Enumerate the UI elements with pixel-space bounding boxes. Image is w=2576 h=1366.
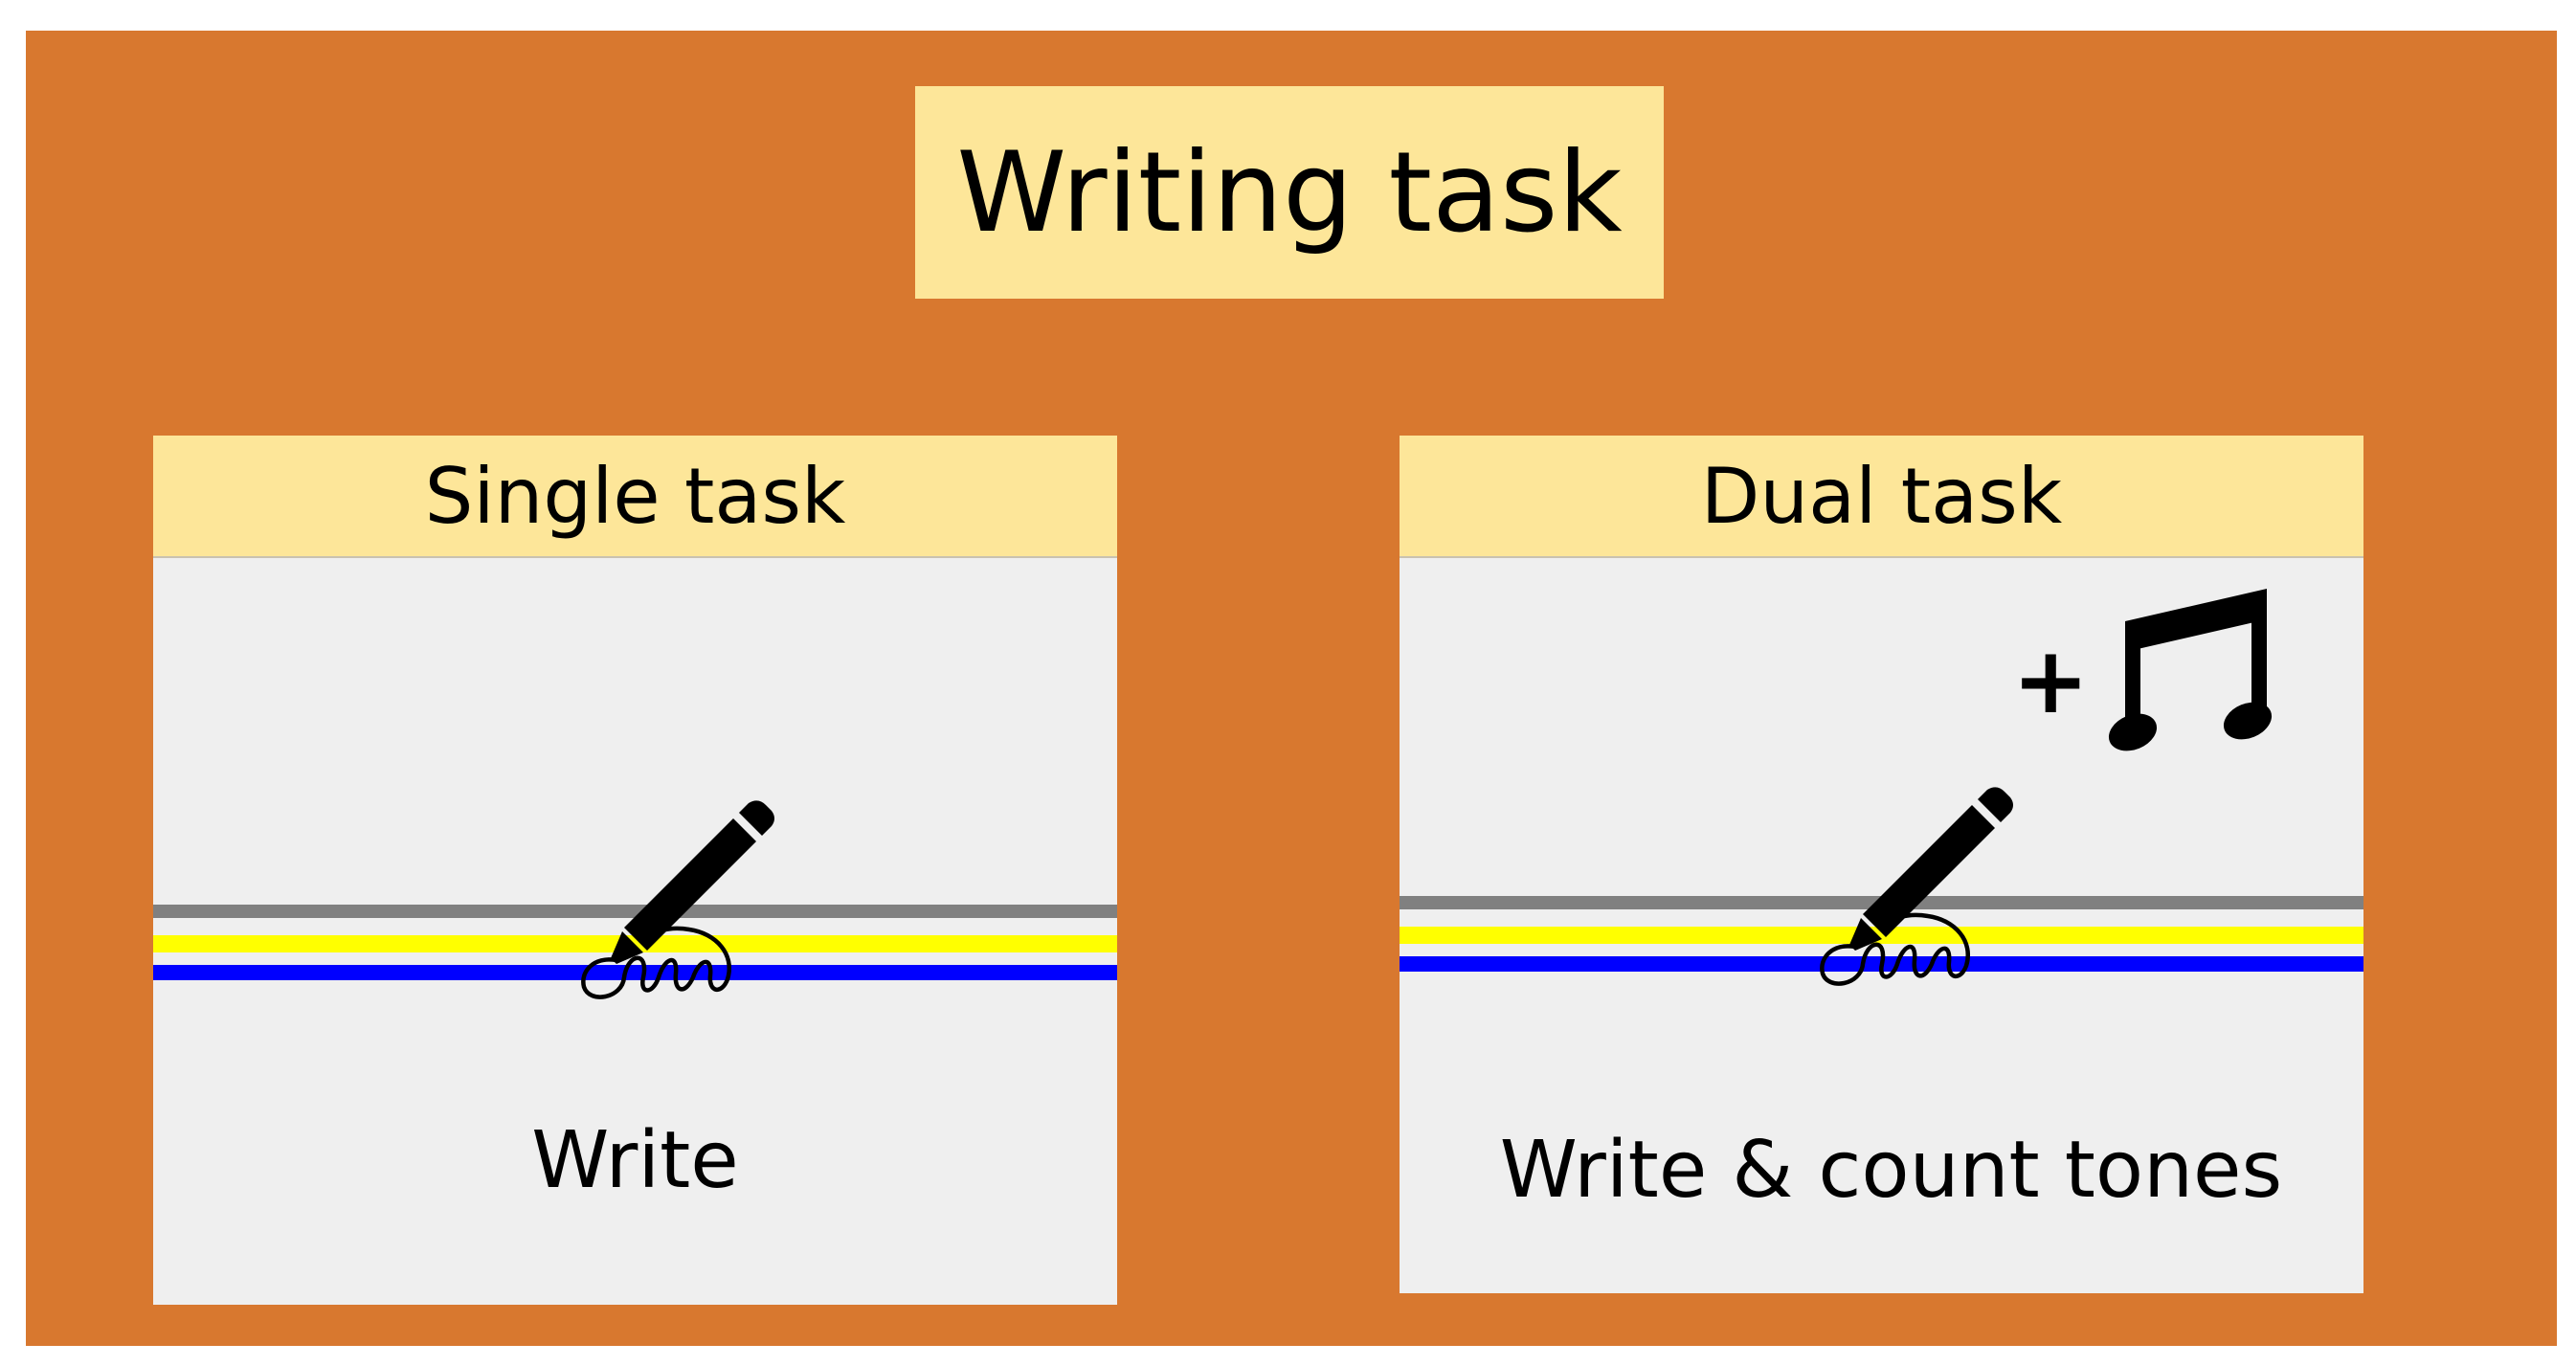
diagram-title: Writing task xyxy=(956,127,1623,258)
yellow-line xyxy=(153,935,1117,952)
single-task-caption: Write xyxy=(531,1115,739,1206)
music-note-icon xyxy=(2108,589,2273,751)
title-box: Writing task xyxy=(915,86,1664,299)
dual-task-panel: Dual task + Write & count tones xyxy=(1400,436,2363,1293)
yellow-line xyxy=(1400,927,2363,944)
single-task-panel: Single task Write xyxy=(153,436,1117,1305)
single-task-label: Single task xyxy=(424,451,846,541)
dual-task-header: Dual task xyxy=(1400,436,2363,558)
blue-line xyxy=(153,965,1117,980)
dual-task-label: Dual task xyxy=(1700,451,2063,541)
single-task-header: Single task xyxy=(153,436,1117,558)
dual-task-caption: Write & count tones xyxy=(1499,1125,2283,1216)
pencil-writing-icon xyxy=(581,800,774,999)
pencil-writing-icon xyxy=(1820,787,2013,986)
plus-sign: + xyxy=(2012,627,2090,734)
gray-line xyxy=(153,905,1117,918)
